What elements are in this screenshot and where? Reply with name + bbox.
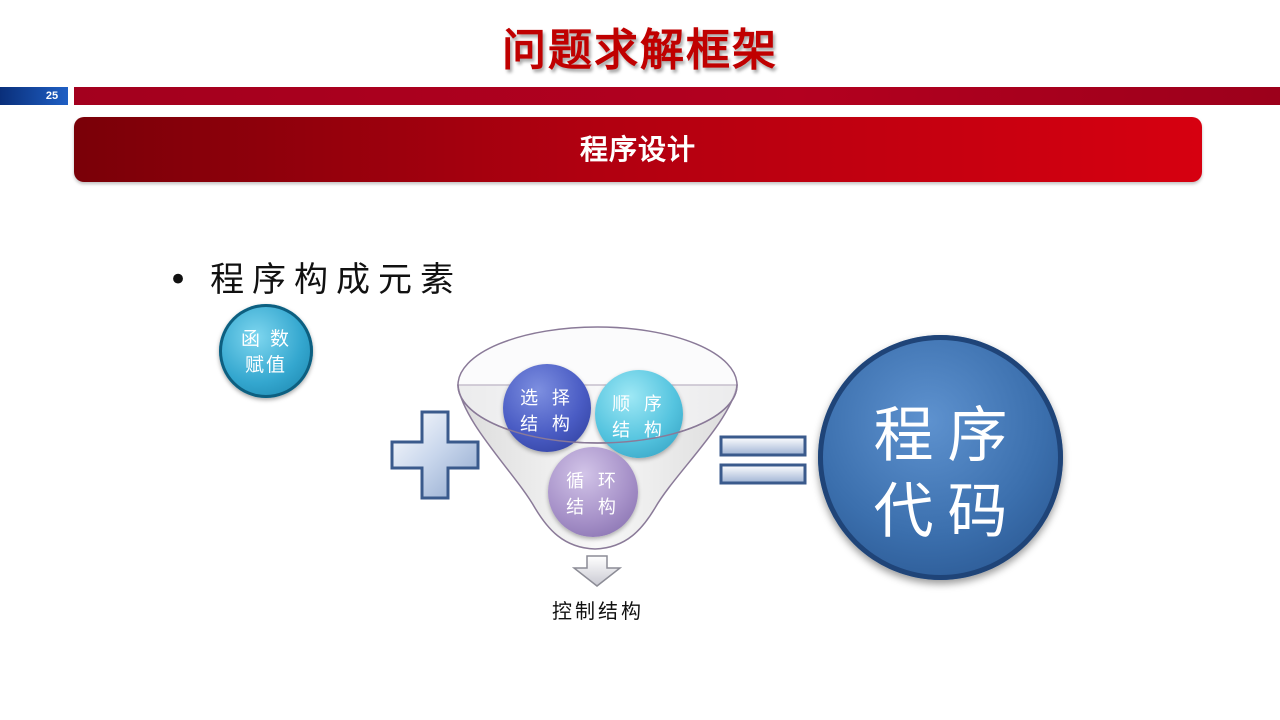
program-code-line1: 程序 xyxy=(873,401,1022,471)
section-banner-title: 程序设计 xyxy=(579,133,696,166)
header-divider-bar xyxy=(74,87,1280,105)
loop-label-line2: 结 构 xyxy=(566,497,620,518)
selection-structure-ball: 选 择 结 构 xyxy=(503,364,591,452)
bullet-text: 程序构成元素 xyxy=(210,260,463,300)
sequence-label-line2: 结 构 xyxy=(612,420,666,441)
sequence-structure-ball: 顺 序 结 构 xyxy=(595,370,683,458)
control-structure-label: 控制结构 xyxy=(552,599,644,623)
arrow-down-icon xyxy=(572,555,622,587)
loop-structure-ball: 循 环 结 构 xyxy=(548,447,638,537)
page-number: 25 xyxy=(45,90,59,102)
assignment-circle: 函 数 赋值 xyxy=(219,304,313,398)
sequence-label-line1: 顺 序 xyxy=(612,394,666,415)
section-banner: 程序设计 xyxy=(74,117,1202,182)
program-code-line2: 代码 xyxy=(873,477,1022,547)
assignment-label-line2: 赋值 xyxy=(244,354,287,376)
bullet-dot: • xyxy=(168,260,197,300)
assignment-label-line1: 函 数 xyxy=(240,328,292,350)
selection-label-line1: 选 择 xyxy=(520,388,574,409)
loop-label-line1: 循 环 xyxy=(566,471,620,492)
page-number-bar xyxy=(0,87,68,105)
plus-icon xyxy=(390,410,480,500)
bullet-item: • 程序构成元素 xyxy=(168,252,462,301)
equals-icon xyxy=(719,435,807,485)
selection-label-line2: 结 构 xyxy=(520,414,574,435)
slide-title: 问题求解框架 xyxy=(502,25,778,76)
program-code-circle: 程序 代码 xyxy=(818,335,1063,580)
